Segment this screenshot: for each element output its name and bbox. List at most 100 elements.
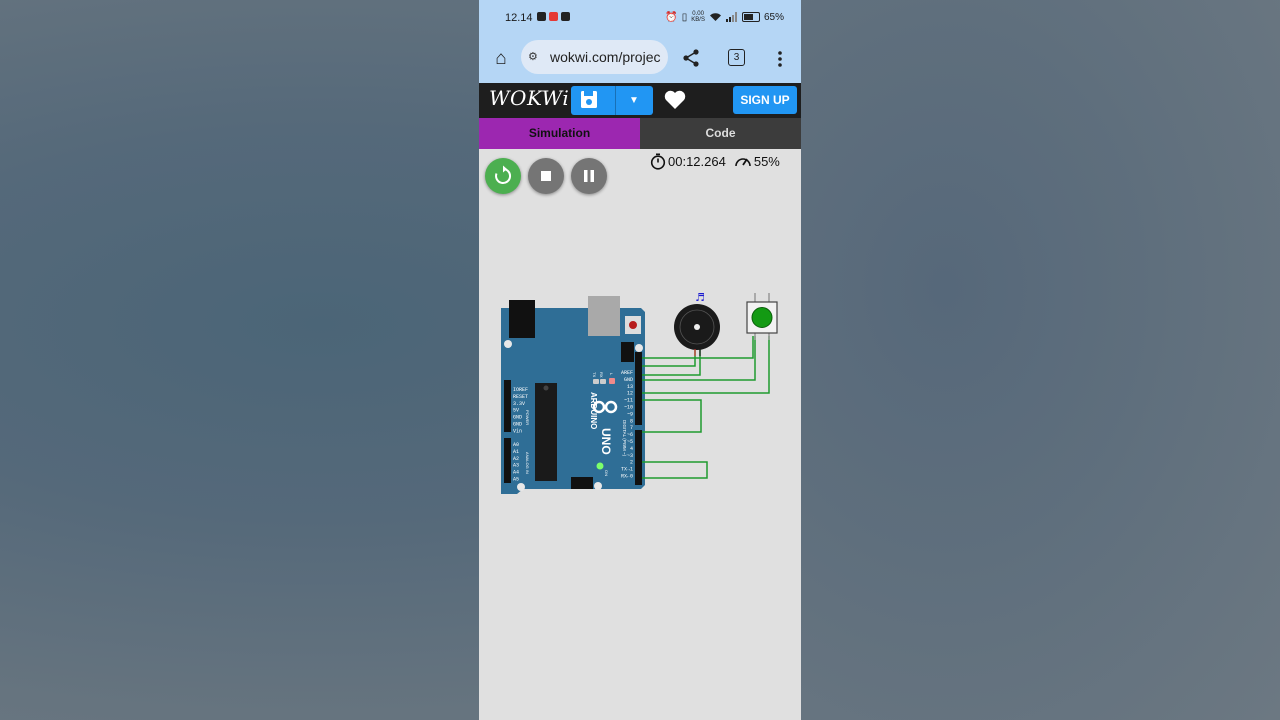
save-divider xyxy=(615,86,616,115)
pin-label: A2 xyxy=(513,456,519,462)
pin-label: 5V xyxy=(513,408,519,414)
pin-label: A3 xyxy=(513,463,519,469)
pin-label: ~11 xyxy=(624,398,633,404)
pin-label: ~5 xyxy=(627,439,633,445)
save-button-group: ▼ xyxy=(571,86,653,115)
stop-icon xyxy=(541,171,551,181)
tab-code[interactable]: Code xyxy=(640,118,801,149)
pin-label: IOREF xyxy=(513,387,528,393)
wokwi-header: WOKWi ▼ SIGN UP xyxy=(479,83,801,118)
restart-icon xyxy=(495,165,512,184)
vibrate-icon: ▯ xyxy=(681,11,688,23)
status-time: 12.14 xyxy=(505,12,533,24)
power-header xyxy=(504,380,511,432)
pin-label: TX→1 xyxy=(621,467,633,473)
piezo-buzzer[interactable] xyxy=(674,304,720,356)
pin-label: 7 xyxy=(630,425,633,431)
pin-label: A1 xyxy=(513,449,519,455)
url-text: wokwi.com/projec xyxy=(550,49,661,65)
pin-label: GND xyxy=(624,377,633,383)
wire-buzzer-gnd xyxy=(642,346,696,367)
pin-label: 12 xyxy=(627,391,633,397)
pin-label: 4 xyxy=(630,446,633,452)
digital-header-bottom xyxy=(635,430,642,485)
led-tx xyxy=(593,379,599,384)
site-settings-icon[interactable]: ⚙ xyxy=(528,51,538,63)
led-rx xyxy=(600,379,606,384)
wires xyxy=(642,336,770,479)
power-jack xyxy=(509,300,535,338)
analog-header-label: ANALOG IN xyxy=(525,452,530,474)
pin-label: RX←0 xyxy=(621,474,633,480)
speed-value: 55% xyxy=(753,153,780,169)
pin-label: 2 xyxy=(630,460,633,466)
share-icon[interactable] xyxy=(681,48,701,68)
led-label-on: ON xyxy=(604,470,609,476)
wire-loop-lower xyxy=(642,461,708,479)
simulation-timer: 00:12.264 xyxy=(668,153,726,169)
board-model: UNO xyxy=(599,428,613,455)
pin-label: A4 xyxy=(513,470,519,476)
status-right: ⏰ ▯ 0.00 KB/S 65% xyxy=(665,11,784,23)
pause-simulation-button[interactable] xyxy=(571,158,607,194)
wokwi-logo[interactable]: WOKWi xyxy=(489,86,570,110)
notification-icon xyxy=(537,12,546,21)
phone-screen: 12.14 ⏰ ▯ 0.00 KB/S 65% ⌂ ⚙ wokwi.com/pr… xyxy=(479,0,801,720)
browser-toolbar: ⌂ ⚙ wokwi.com/projec 3 xyxy=(479,36,801,83)
app-notification-icon xyxy=(561,12,570,21)
save-icon[interactable] xyxy=(578,89,606,111)
network-speed: 0.00 KB/S xyxy=(691,11,705,23)
sound-note-icon: ♬ xyxy=(695,291,705,304)
tab-bar: Simulation Code xyxy=(479,118,801,149)
pause-icon xyxy=(584,170,594,182)
pushbutton[interactable] xyxy=(746,293,778,340)
tab-switcher-button[interactable]: 3 xyxy=(728,49,745,66)
wire-buzzer-negative xyxy=(642,336,754,359)
battery-level: 65% xyxy=(763,11,784,23)
home-icon[interactable]: ⌂ xyxy=(495,48,507,69)
pin-label: 13 xyxy=(627,384,633,390)
pin-label: RESET xyxy=(513,394,528,400)
usb-port xyxy=(588,296,620,336)
save-dropdown-chevron-icon[interactable]: ▼ xyxy=(629,95,639,106)
wire-buzzer-positive xyxy=(642,346,701,376)
led-label-tx: TX xyxy=(592,372,597,377)
microcontroller-chip xyxy=(535,383,557,481)
pin-label: GND xyxy=(513,422,522,428)
pin-label: A5 xyxy=(513,477,519,483)
led-on xyxy=(596,462,604,470)
simulation-speed: 55% xyxy=(734,153,780,170)
led-label-l: L xyxy=(609,373,614,376)
pin-label: 3.3V xyxy=(513,401,525,407)
pin-label: 8 xyxy=(630,418,633,424)
wifi-icon xyxy=(709,13,721,21)
led-l xyxy=(609,378,615,384)
address-bar[interactable]: ⚙ wokwi.com/projec xyxy=(521,40,668,74)
tab-simulation[interactable]: Simulation xyxy=(479,118,640,149)
heart-icon[interactable] xyxy=(663,89,687,111)
board-brand: ARDUINO xyxy=(589,392,598,429)
power-header-label: POWER xyxy=(525,410,530,425)
pin-label: ~9 xyxy=(627,411,633,417)
icsp-header-bottom xyxy=(571,477,593,489)
notification-icons xyxy=(537,12,570,21)
stop-simulation-button[interactable] xyxy=(528,158,564,194)
signal-icon xyxy=(725,12,737,22)
more-options-icon[interactable] xyxy=(777,50,783,68)
restart-simulation-button[interactable] xyxy=(485,158,521,194)
analog-header xyxy=(504,438,511,483)
alarm-icon: ⏰ xyxy=(665,11,678,23)
status-bar: 12.14 ⏰ ▯ 0.00 KB/S 65% xyxy=(479,0,801,36)
background-blur-right xyxy=(801,0,1280,720)
pin-label: Vin xyxy=(513,428,522,434)
stopwatch-icon xyxy=(650,153,666,170)
simulation-stats: 00:12.264 55% xyxy=(650,152,780,170)
sign-up-button[interactable]: SIGN UP xyxy=(733,86,797,114)
arduino-logo-icon xyxy=(592,400,618,414)
led-label-rx: RX xyxy=(599,372,604,378)
pin-label: A0 xyxy=(513,442,519,448)
